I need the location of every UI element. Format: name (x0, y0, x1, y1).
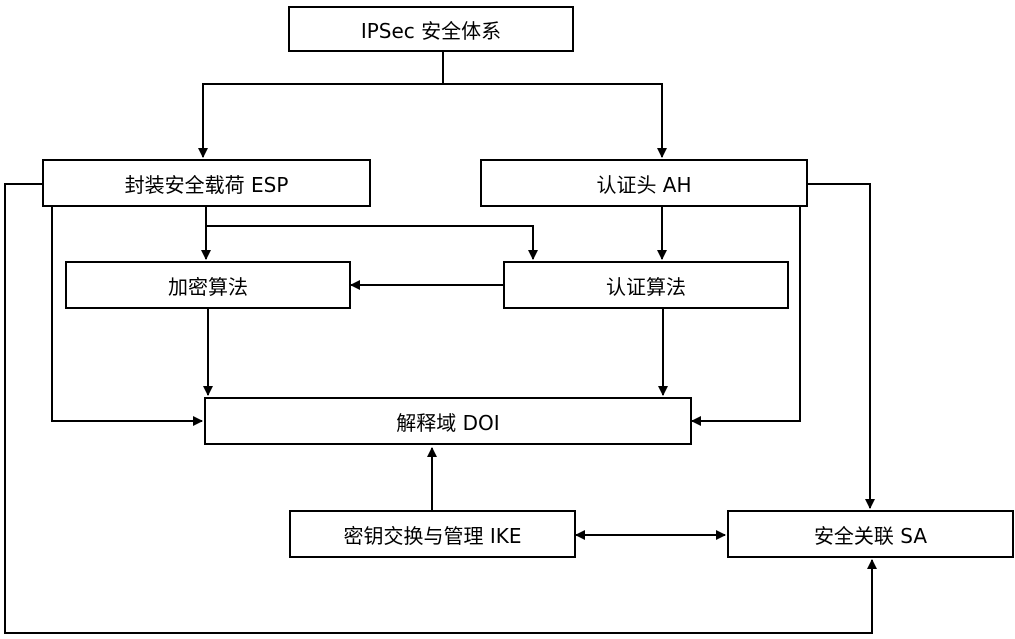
doi-box: 解释域 DOI (204, 397, 692, 445)
edge-ipsec-esp (198, 52, 444, 158)
esp-box: 封装安全载荷 ESP (42, 159, 371, 207)
authentication-algorithm-box: 认证算法 (503, 261, 789, 309)
ah-box: 认证头 AH (480, 159, 808, 207)
edge-ah-sa (808, 183, 875, 509)
edge-esp-authalg (206, 225, 538, 260)
ipsec-architecture-box: IPSec 安全体系 (288, 6, 574, 52)
edge-ipsec-ah (443, 83, 667, 158)
edge-esp-sa (4, 183, 877, 634)
edge-esp-doi (51, 207, 203, 426)
ike-box: 密钥交换与管理 IKE (289, 510, 576, 558)
sa-box: 安全关联 SA (727, 510, 1014, 558)
edge-ah-doi (691, 207, 801, 426)
encryption-algorithm-box: 加密算法 (65, 261, 351, 309)
